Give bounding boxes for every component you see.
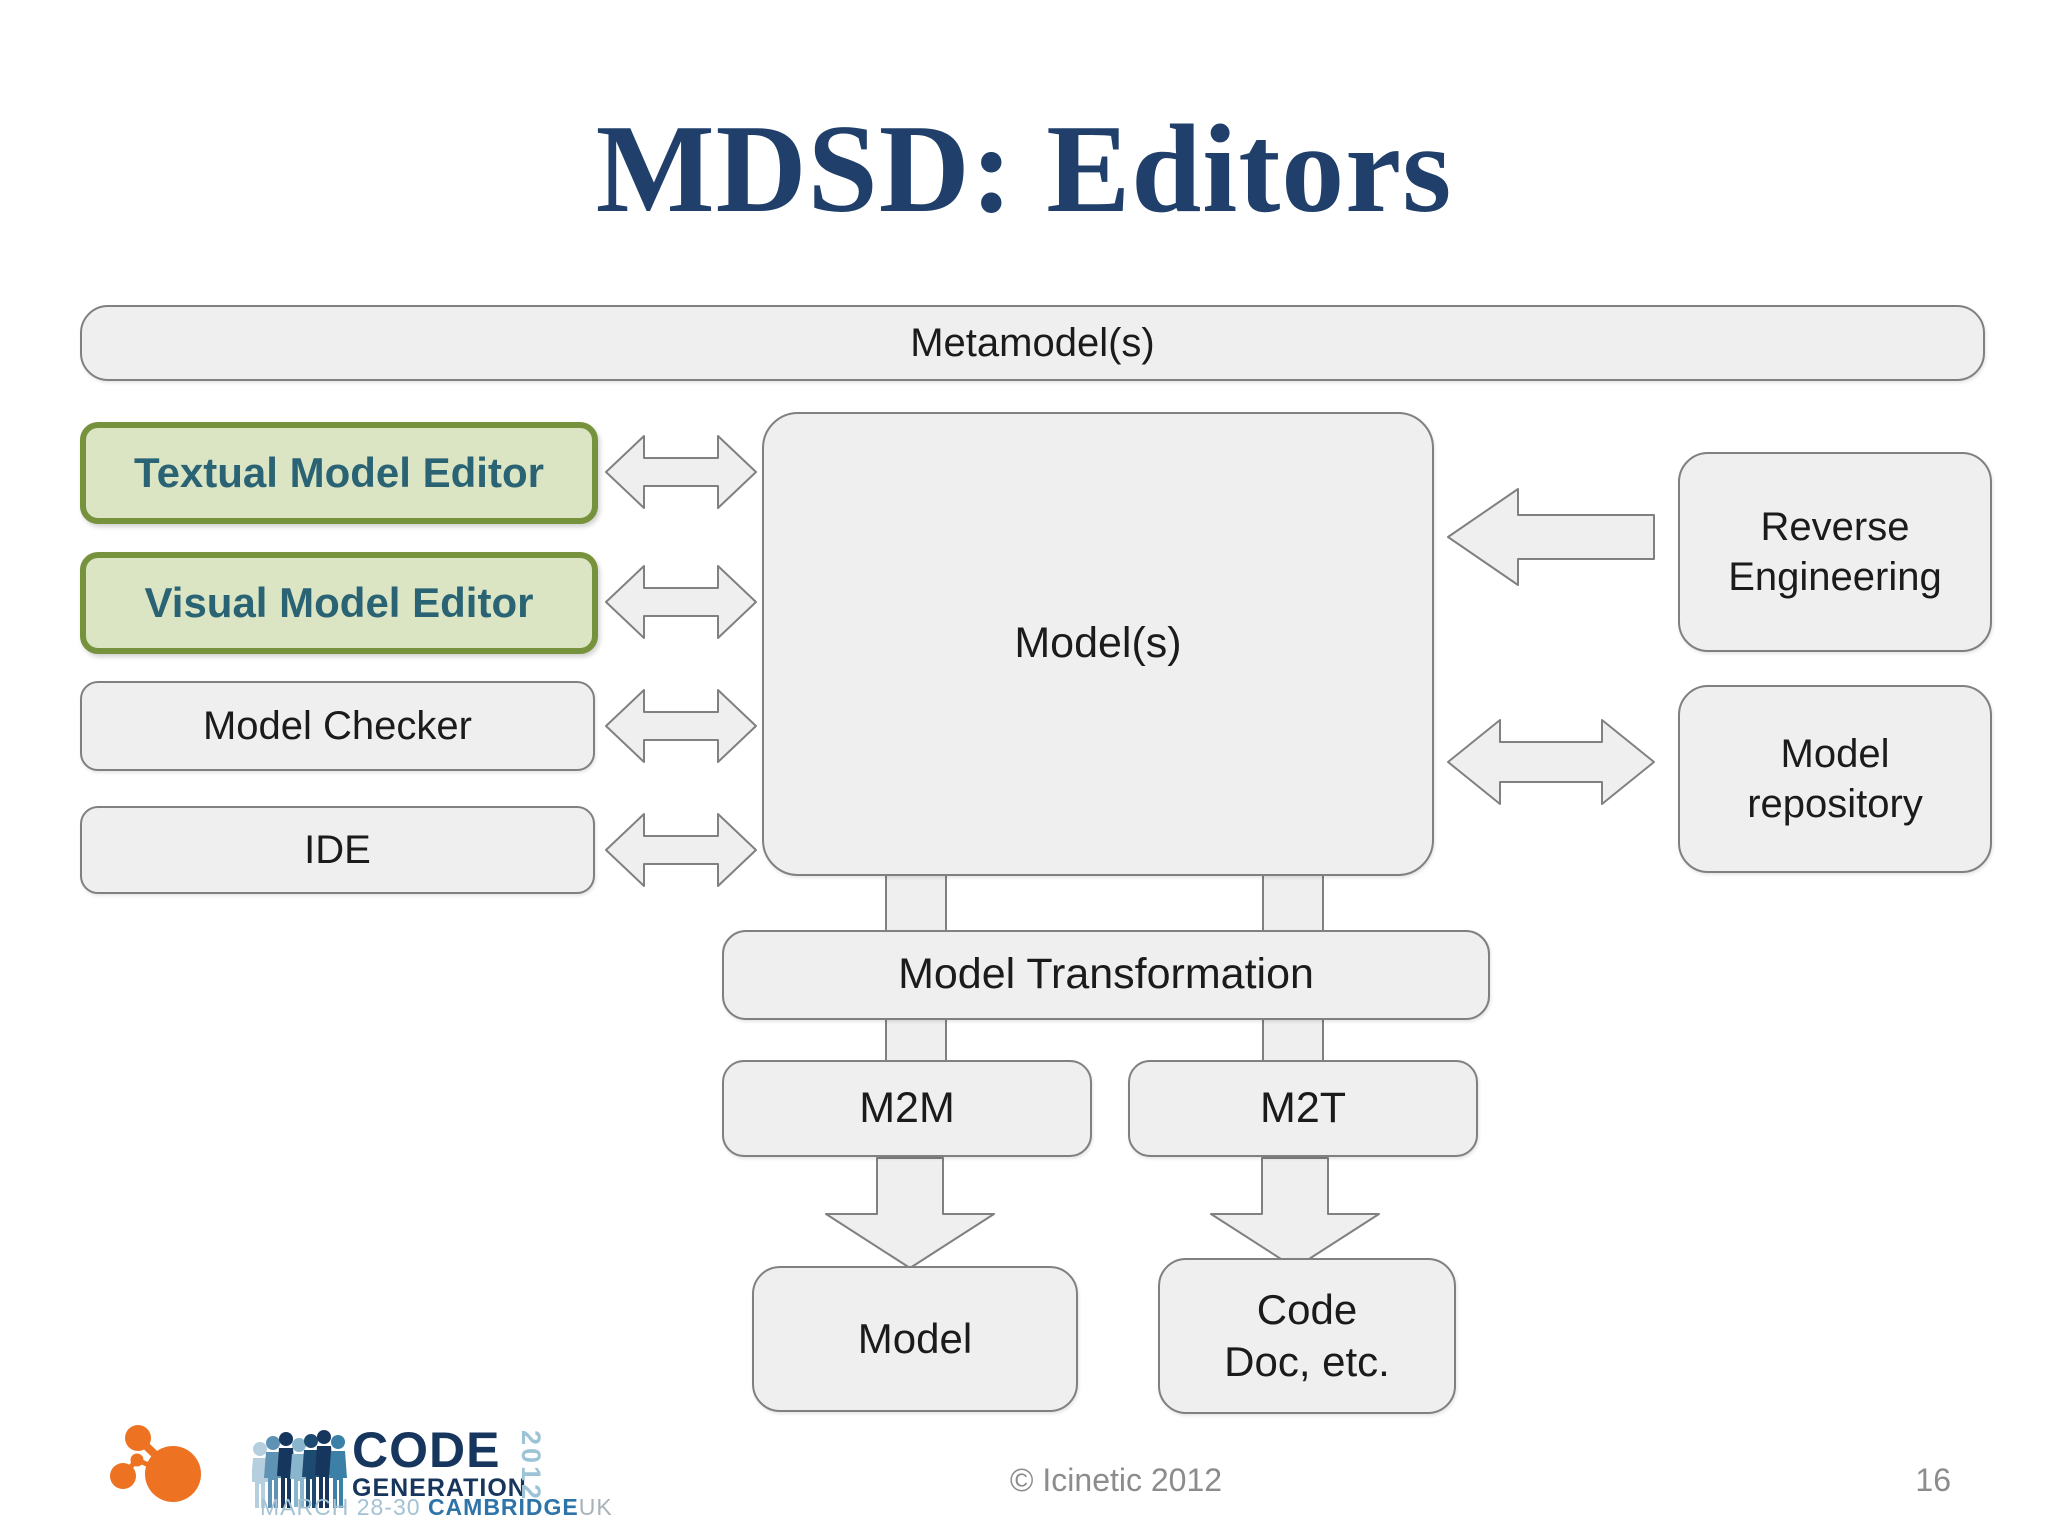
m2t-box: M2T	[1128, 1060, 1478, 1157]
down-arrow-icon	[824, 1156, 996, 1270]
icinetic-logo-icon	[88, 1414, 212, 1536]
logo-dates-text: MARCH 28-30	[260, 1494, 421, 1520]
ide-box: IDE	[80, 806, 595, 894]
people-silhouettes-icon	[252, 1430, 347, 1508]
double-arrow-icon	[604, 430, 758, 514]
metamodel-box: Metamodel(s)	[80, 305, 1985, 381]
double-arrow-icon	[1446, 712, 1656, 812]
connector	[885, 870, 947, 934]
page-number: 16	[1915, 1462, 1951, 1498]
model-output-box: Model	[752, 1266, 1078, 1412]
double-arrow-icon	[604, 684, 758, 768]
connector	[1262, 1014, 1324, 1066]
page-title: MDSD: Editors	[595, 100, 1453, 239]
logo-generation-text: GENERATION	[352, 1474, 527, 1502]
models-box: Model(s)	[762, 412, 1434, 876]
double-arrow-icon	[604, 560, 758, 644]
visual-model-editor-box: Visual Model Editor	[80, 552, 598, 654]
codegen-logo: CODE GENERATION 2012 MARCH 28-30 CAMBRID…	[252, 1424, 612, 1536]
code-output-box: Code Doc, etc.	[1158, 1258, 1456, 1414]
footer-copyright: © Icinetic 2012	[1009, 1462, 1223, 1498]
logo-code-text: CODE	[352, 1422, 501, 1478]
double-arrow-icon	[604, 808, 758, 892]
left-arrow-icon	[1446, 479, 1656, 595]
model-transformation-box: Model Transformation	[722, 930, 1490, 1020]
m2m-box: M2M	[722, 1060, 1092, 1157]
connector	[1262, 870, 1324, 934]
model-repository-box: Model repository	[1678, 685, 1992, 873]
model-checker-box: Model Checker	[80, 681, 595, 771]
logo-city-text: CAMBRIDGE	[427, 1494, 579, 1520]
reverse-engineering-box: Reverse Engineering	[1678, 452, 1992, 652]
logo-country-text: UK	[578, 1494, 613, 1520]
textual-model-editor-box: Textual Model Editor	[80, 422, 598, 524]
down-arrow-icon	[1209, 1156, 1381, 1270]
logo-dateline: MARCH 28-30 CAMBRIDGEUK	[260, 1494, 613, 1521]
connector	[885, 1014, 947, 1066]
logo-year-text: 2012	[516, 1430, 546, 1503]
